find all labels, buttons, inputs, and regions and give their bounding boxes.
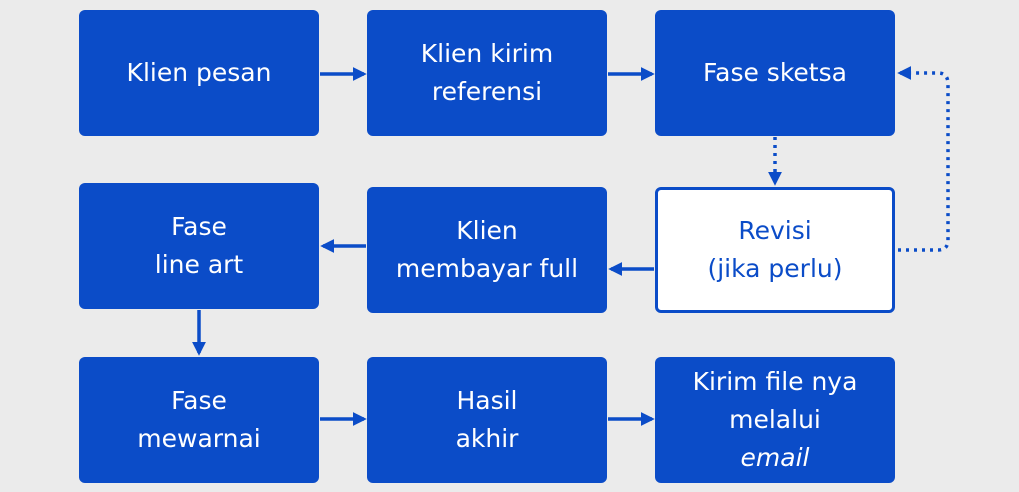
node-label-line1: Fase [171, 386, 227, 415]
node-label-line2: membayar full [395, 254, 579, 283]
node-klien-kirim-referensi: Klien kirim referensi [367, 10, 607, 136]
node-label: Klien pesan [126, 58, 272, 87]
node-label-line1: Revisi [738, 216, 812, 245]
node-label-line2: referensi [431, 77, 543, 106]
node-label-line2: melalui email [729, 401, 821, 477]
node-label-line1: Klien [456, 216, 518, 245]
node-label-line2-emphasis: email [740, 443, 810, 472]
node-label-line2-plain: melalui [729, 405, 821, 434]
node-label-line1: Fase [171, 212, 227, 241]
node-fase-mewarnai: Fase mewarnai [79, 357, 319, 483]
node-revisi: Revisi (jika perlu) [655, 187, 895, 313]
node-label-line1: Hasil [456, 386, 518, 415]
node-label-line1: Kirim file nya [692, 367, 858, 396]
node-hasil-akhir: Hasil akhir [367, 357, 607, 483]
node-label: Fase sketsa [703, 58, 847, 87]
node-label-line2: (jika perlu) [707, 254, 843, 283]
node-label-line2: akhir [455, 424, 519, 453]
node-label-line1: Klien kirim [420, 39, 554, 68]
node-klien-membayar-full: Klien membayar full [367, 187, 607, 313]
node-fase-sketsa: Fase sketsa [655, 10, 895, 136]
node-label-line2: line art [154, 250, 244, 279]
node-klien-pesan: Klien pesan [79, 10, 319, 136]
arrow-revisi-to-fase-sketsa [897, 66, 950, 252]
node-label-line2: mewarnai [137, 424, 261, 453]
node-kirim-file: Kirim file nya melalui email [655, 357, 895, 483]
node-fase-line-art: Fase line art [79, 183, 319, 309]
